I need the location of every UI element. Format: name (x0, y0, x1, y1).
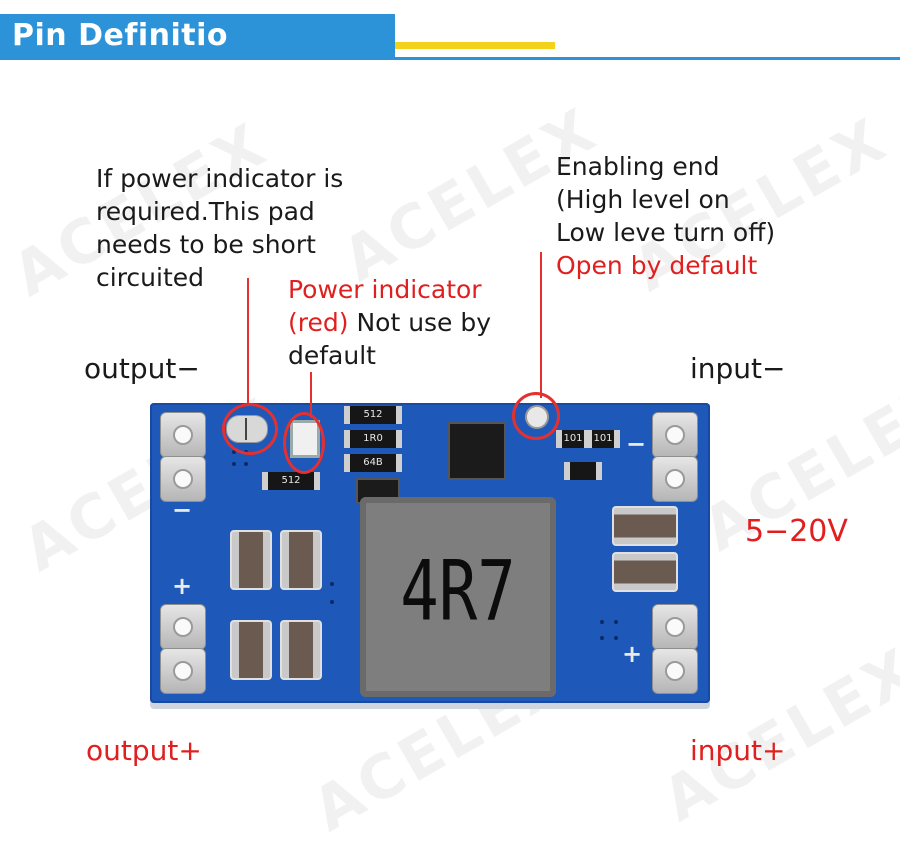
silk-plus: + (622, 640, 643, 668)
capacitor (280, 620, 322, 680)
inductor-marking: 4R7 (400, 543, 516, 641)
silk-minus: − (172, 496, 193, 524)
capacitor (230, 620, 272, 680)
capacitor (230, 530, 272, 590)
silk-plus: + (172, 572, 193, 600)
output-minus-pad (160, 412, 206, 458)
enable-pad-circle (512, 392, 560, 440)
note-line: Enabling end (556, 152, 720, 181)
note-line: Power indicator (288, 275, 482, 304)
output-minus-label: output− (84, 352, 200, 385)
via (614, 636, 618, 640)
output-plus-label: output+ (86, 734, 202, 767)
resistor (564, 462, 602, 480)
via (330, 600, 334, 604)
resistor: 512 (344, 406, 402, 424)
via (600, 620, 604, 624)
note-line: default (288, 341, 376, 370)
short-pad-circle (222, 403, 278, 455)
note-line: needs to be short (96, 230, 316, 259)
power-indicator-pad-note: If power indicator is required.This pad … (96, 162, 343, 294)
via (232, 450, 236, 454)
leader-line (540, 252, 542, 398)
note-line: (High level on (556, 185, 730, 214)
capacitor (280, 530, 322, 590)
note-line: If power indicator is (96, 164, 344, 193)
silk-minus: − (626, 430, 647, 458)
output-plus-pad (160, 604, 206, 650)
resistor: 101 (556, 430, 590, 448)
output-plus-pad (160, 648, 206, 694)
resistor: 101 (586, 430, 620, 448)
input-plus-pad (652, 604, 698, 650)
header-banner: Pin Definitio (0, 14, 395, 60)
controller-chip (448, 422, 506, 480)
inductor: 4R7 (360, 497, 556, 697)
leader-line (247, 278, 249, 404)
output-minus-pad (160, 456, 206, 502)
accent-bar (395, 42, 555, 49)
input-minus-pad (652, 412, 698, 458)
voltage-label: 5−20V (745, 514, 848, 549)
capacitor (612, 552, 678, 592)
via (614, 620, 618, 624)
page-title: Pin Definitio (12, 18, 229, 53)
note-line: circuited (96, 263, 205, 292)
via (232, 462, 236, 466)
note-line: (red) Not use by (288, 306, 491, 339)
note-line: Open by default (556, 251, 758, 280)
resistor: 64B (344, 454, 402, 472)
note-line: required.This pad (96, 197, 315, 226)
power-indicator-note: Power indicator (red) Not use by default (288, 273, 491, 372)
input-plus-label: input+ (690, 734, 786, 767)
header-rule (395, 57, 900, 60)
input-minus-label: input− (690, 352, 786, 385)
led-circle (283, 412, 325, 474)
resistor: 1R0 (344, 430, 402, 448)
enabling-end-note: Enabling end (High level on Low leve tur… (556, 150, 775, 282)
input-plus-pad (652, 648, 698, 694)
note-text: Not use by (348, 308, 492, 337)
via (330, 582, 334, 586)
input-minus-pad (652, 456, 698, 502)
leader-line (310, 372, 312, 418)
resistor: 512 (262, 472, 320, 490)
via (600, 636, 604, 640)
capacitor (612, 506, 678, 546)
note-red-text: (red) (288, 308, 349, 337)
note-line: Low leve turn off) (556, 218, 776, 247)
via (244, 462, 248, 466)
